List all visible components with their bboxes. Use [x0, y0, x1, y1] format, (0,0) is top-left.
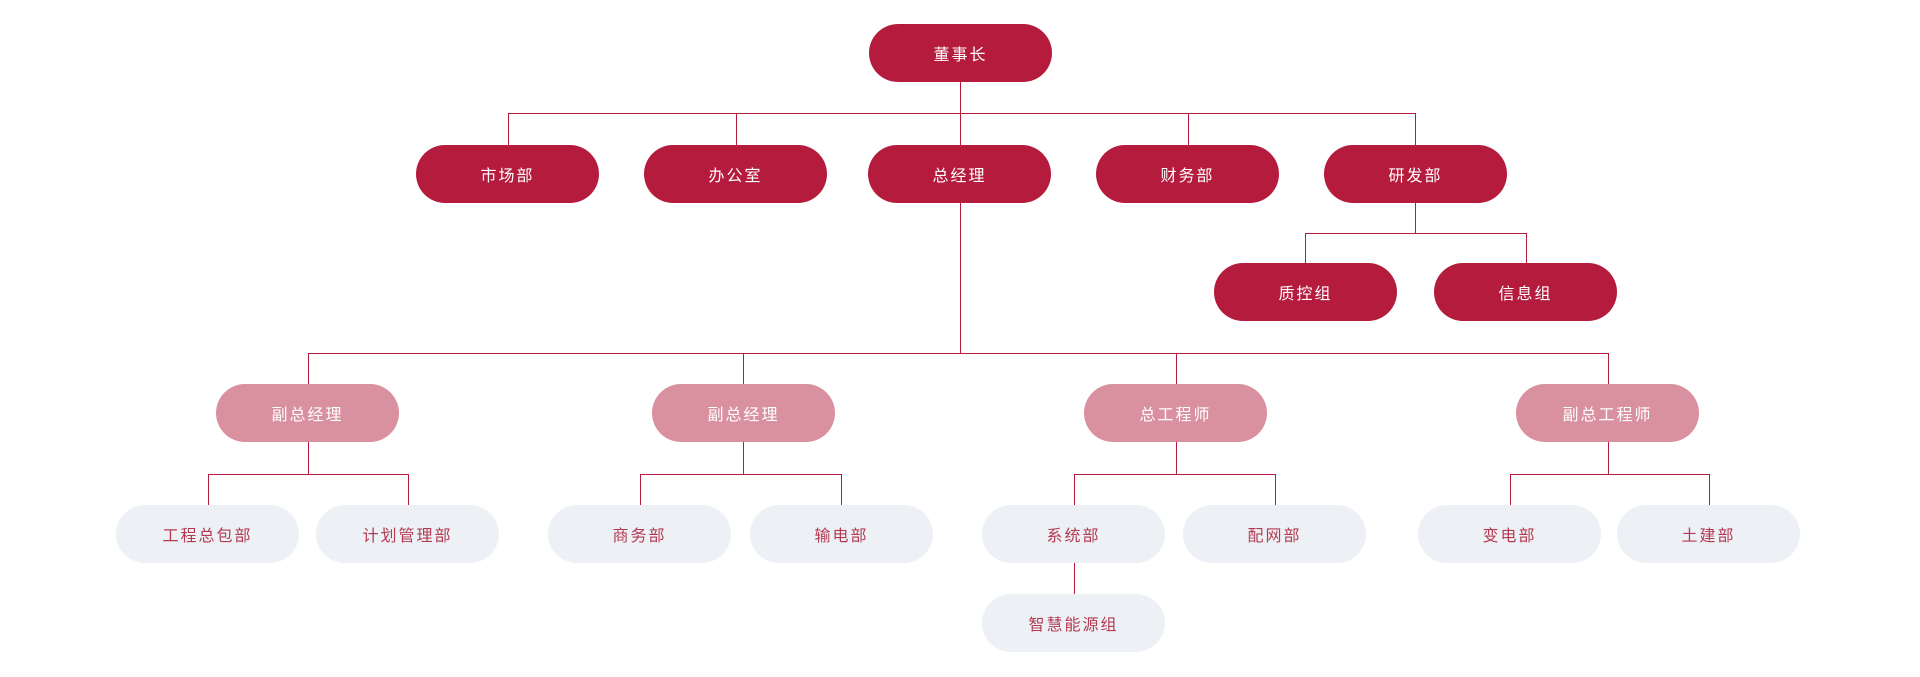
org-node-finance[interactable]: 财务部 — [1096, 145, 1279, 203]
org-node-label: 土建部 — [1681, 528, 1736, 545]
connector-drop-commerce — [640, 474, 641, 505]
org-node-label: 总工程师 — [1139, 407, 1212, 424]
org-node-label: 智慧能源组 — [1028, 617, 1119, 634]
org-node-label: 输电部 — [814, 528, 869, 545]
org-node-planning[interactable]: 计划管理部 — [316, 505, 499, 563]
org-node-label: 财务部 — [1160, 168, 1215, 185]
connector-drop-marketing — [508, 113, 509, 145]
org-node-transmission[interactable]: 输电部 — [750, 505, 933, 563]
org-node-label: 计划管理部 — [362, 528, 453, 545]
connector-deputy-gm-2-drop — [743, 442, 744, 474]
org-node-quality-control[interactable]: 质控组 — [1214, 263, 1397, 321]
connector-level3-rail — [308, 353, 1608, 354]
org-node-information[interactable]: 信息组 — [1434, 263, 1617, 321]
connector-level2-rail — [508, 113, 1416, 114]
org-node-general-manager[interactable]: 总经理 — [868, 145, 1051, 203]
connector-chief-engineer-rail — [1074, 474, 1275, 475]
connector-drop-distribution — [1275, 474, 1276, 505]
connector-drop-system — [1074, 474, 1075, 505]
org-node-rnd[interactable]: 研发部 — [1324, 145, 1507, 203]
org-node-deputy-gm-2[interactable]: 副总经理 — [652, 384, 835, 442]
org-node-commerce[interactable]: 商务部 — [548, 505, 731, 563]
connector-drop-office — [736, 113, 737, 145]
connector-deputy-chief-engineer-rail — [1510, 474, 1709, 475]
org-node-label: 副总经理 — [707, 407, 780, 424]
connector-drop-deputy-gm-2 — [743, 353, 744, 384]
org-node-label: 工程总包部 — [162, 528, 253, 545]
org-node-label: 信息组 — [1498, 286, 1553, 303]
connector-drop-deputy-chief-engineer — [1608, 353, 1609, 384]
org-node-label: 董事长 — [933, 47, 988, 64]
connector-drop-information — [1526, 233, 1527, 263]
connector-drop-substation — [1510, 474, 1511, 505]
connector-deputy-chief-engineer-drop — [1608, 442, 1609, 474]
org-node-smart-energy[interactable]: 智慧能源组 — [982, 594, 1165, 652]
org-node-epc[interactable]: 工程总包部 — [116, 505, 299, 563]
connector-drop-transmission — [841, 474, 842, 505]
connector-drop-rnd — [1415, 113, 1416, 145]
connector-deputy-gm-1-rail — [208, 474, 408, 475]
org-node-deputy-chief-engineer[interactable]: 副总工程师 — [1516, 384, 1699, 442]
connector-drop-epc — [208, 474, 209, 505]
connector-rnd-rail — [1305, 233, 1526, 234]
org-node-office[interactable]: 办公室 — [644, 145, 827, 203]
org-node-distribution[interactable]: 配网部 — [1183, 505, 1366, 563]
org-node-label: 系统部 — [1046, 528, 1101, 545]
org-node-label: 质控组 — [1278, 286, 1333, 303]
connector-deputy-gm-1-drop — [308, 442, 309, 474]
org-node-substation[interactable]: 变电部 — [1418, 505, 1601, 563]
connector-drop-quality-control — [1305, 233, 1306, 263]
org-node-label: 配网部 — [1247, 528, 1302, 545]
connector-rnd-drop — [1415, 203, 1416, 233]
connector-system-drop — [1074, 563, 1075, 594]
org-node-label: 市场部 — [480, 168, 535, 185]
org-node-marketing[interactable]: 市场部 — [416, 145, 599, 203]
org-node-label: 副总工程师 — [1562, 407, 1653, 424]
org-node-chairman[interactable]: 董事长 — [869, 24, 1052, 82]
org-node-label: 办公室 — [708, 168, 763, 185]
org-node-label: 总经理 — [932, 168, 987, 185]
connector-chief-engineer-drop — [1176, 442, 1177, 474]
connector-deputy-gm-2-rail — [640, 474, 842, 475]
connector-drop-deputy-gm-1 — [308, 353, 309, 384]
org-node-label: 副总经理 — [271, 407, 344, 424]
connector-drop-civil — [1709, 474, 1710, 505]
connector-gm-drop — [960, 203, 961, 353]
org-node-label: 商务部 — [612, 528, 667, 545]
org-node-deputy-gm-1[interactable]: 副总经理 — [216, 384, 399, 442]
org-node-civil[interactable]: 土建部 — [1617, 505, 1800, 563]
connector-drop-chief-engineer — [1176, 353, 1177, 384]
org-node-label: 研发部 — [1388, 168, 1443, 185]
org-node-system[interactable]: 系统部 — [982, 505, 1165, 563]
org-node-chief-engineer[interactable]: 总工程师 — [1084, 384, 1267, 442]
connector-drop-planning — [408, 474, 409, 505]
connector-drop-finance — [1188, 113, 1189, 145]
org-node-label: 变电部 — [1482, 528, 1537, 545]
